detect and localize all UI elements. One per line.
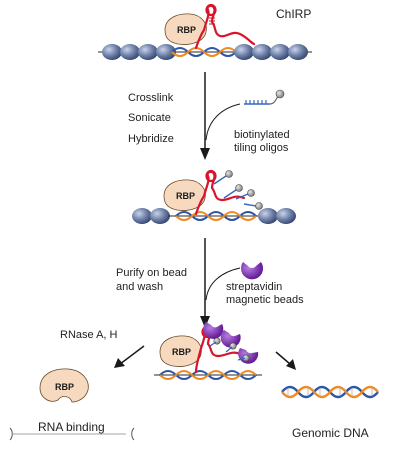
step-arrow-2 [200,238,241,328]
rbp-protein: RBP [164,13,207,45]
rbp-protein: RBP [163,179,206,211]
step-sonicate: Sonicate [128,112,171,124]
beads-label-line1: streptavidin [226,281,282,293]
step-purify-line2: and wash [116,281,163,293]
captured-complex: RBP [154,322,262,380]
svg-text:RBP: RBP [176,191,195,201]
svg-text:RBP: RBP [172,347,191,357]
title: ChIRP [276,7,311,21]
rbp-protein: RBP [159,335,202,367]
lncrna [194,3,256,50]
step-crosslink: Crosslink [128,92,174,104]
output-rna-binding: RNA binding [38,420,105,434]
oligo-probe-icon [244,89,285,105]
nucleosome-icon [132,208,152,224]
nucleosome-icon [252,44,272,60]
step-arrow-1 [200,72,241,160]
bound-oligos [213,170,263,210]
dna-helix-middle [175,211,257,221]
nucleosome-icon [288,44,308,60]
lncrna [194,169,246,216]
svg-text:RBP: RBP [177,25,196,35]
nucleosome-icon [276,208,296,224]
dna-helix-output [281,385,379,399]
arrow-to-rna [114,345,145,368]
nucleosome-icon [138,44,158,60]
dna-helix-captured [159,370,257,380]
rnase-label: RNase A, H [60,329,118,341]
nucleosome-icon [120,44,140,60]
nucleosome-icon [102,44,122,60]
nucleosome-icon [156,44,176,60]
rbp-output: RBP [39,368,89,403]
output-genomic-dna: Genomic DNA [292,426,369,440]
dna-helix-top [171,47,237,57]
bead-icon [203,322,224,339]
probes-label-line1: biotinylated [234,129,290,141]
chromatin-middle: RBP [132,169,296,224]
step-hybridize: Hybridize [128,133,174,145]
nucleosome-icon [234,44,254,60]
bead-icon [241,262,263,280]
step-purify-line1: Purify on bead [116,267,187,279]
chromatin-top: RBP [98,3,312,60]
probes-label-line2: tiling oligos [234,142,289,154]
nucleosome-icon [270,44,290,60]
bracket-line [9,427,135,441]
captured-beads [203,322,259,364]
nucleosome-icon [258,208,278,224]
arrow-to-dna [275,351,296,370]
bead-icon [220,330,241,348]
beads-label-line2: magnetic beads [226,294,304,306]
nucleosome-row-left [102,44,176,60]
nucleosome-row-right [234,44,308,60]
nucleosome-icon [150,208,170,224]
svg-text:RBP: RBP [55,382,74,392]
